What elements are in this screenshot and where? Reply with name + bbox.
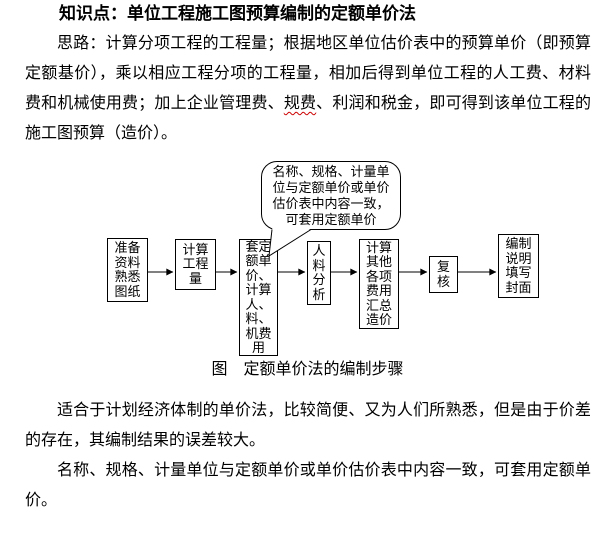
- flow-step-labor-material-analysis: 人 料 分 析: [307, 241, 331, 305]
- paragraph-price-match-rule: 名称、规格、计量单位与定额单价或单价估价表中内容一致，可套用定额单价。: [25, 462, 591, 509]
- flow-step-apply-unit-price: 套定 额单 价、 计算 人、 料、 机费 用: [239, 239, 278, 356]
- paragraph-intro-text-cont: 、利润和税金，即可得到该单位工程的施工图预算（造价）。: [25, 95, 591, 142]
- flow-step-prepare-data: 准备 资料 熟悉 图纸: [107, 238, 148, 302]
- paragraph-intro-text: 思路：计算分项工程的工程量；根据地区单位估价表中的预算单价（即预算定额基价），乘…: [25, 35, 591, 112]
- callout-text: 名称、规格、计量单 位与定额单价或单价 估价表中内容一致， 可套用定额单价: [272, 163, 390, 227]
- page-title: 知识点：单位工程施工图预算编制的定额单价法: [59, 4, 416, 23]
- flow-step-calc-quantity: 计算 工程 量: [175, 239, 216, 290]
- figure-caption: 图 定额单价法的编制步骤: [211, 361, 404, 378]
- flow-step-sum-other-costs: 计算 其他 各项 费用 汇总 造价: [359, 239, 399, 329]
- paragraph-suitability: 适合于计划经济体制的单价法，比较简便、又为人们所熟悉，但是由于价差的存在，其编制…: [25, 402, 591, 449]
- paragraph-intro: 思路：计算分项工程的工程量；根据地区单位估价表中的预算单价（即预算定额基价），乘…: [25, 29, 591, 149]
- flow-step-review: 复 核: [429, 256, 458, 293]
- flow-step-compile-cover: 编制 说明 填写 封面: [498, 234, 539, 298]
- flowchart: 准备 资料 熟悉 图纸 计算 工程 量 套定 额单 价、 计算 人、 料、 机费…: [0, 155, 615, 390]
- callout-bubble: 名称、规格、计量单 位与定额单价或单价 估价表中内容一致， 可套用定额单价: [261, 161, 401, 230]
- spellcheck-flagged-word: 规费: [283, 95, 317, 112]
